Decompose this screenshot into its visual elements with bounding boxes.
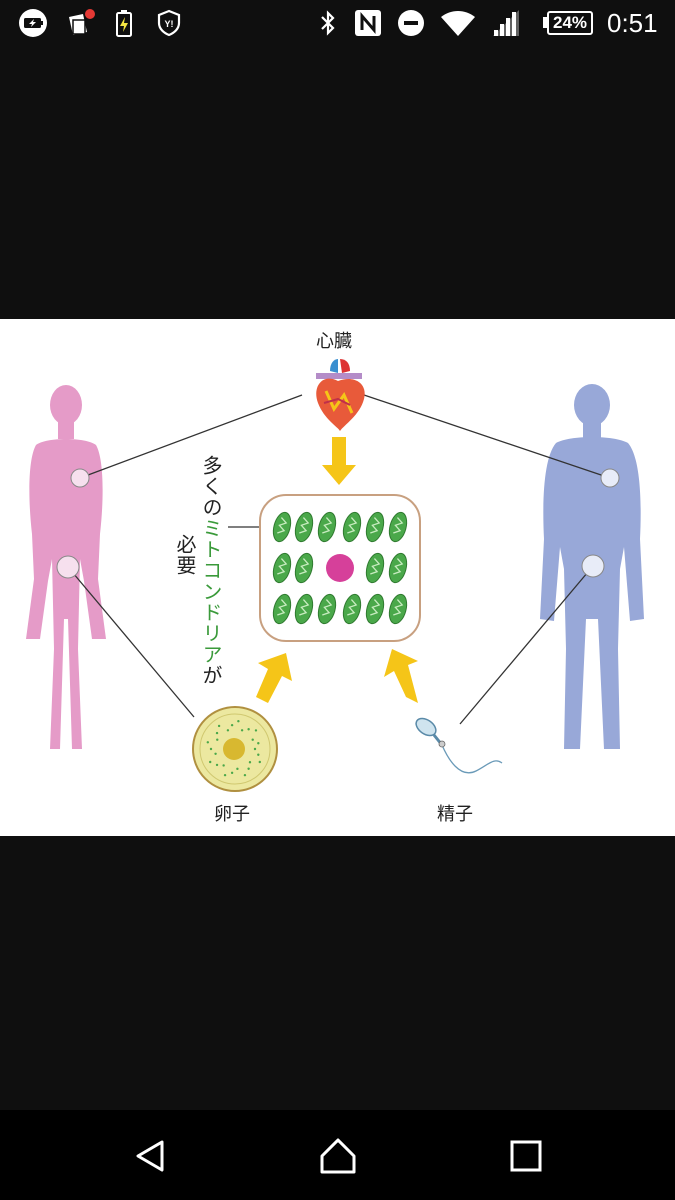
male-heart-marker [600, 468, 620, 488]
battery-percent: 24% [547, 11, 593, 35]
egg-mitochondria-dot [251, 738, 254, 741]
nfc-icon [352, 8, 384, 38]
egg-mitochondria-dot [215, 731, 219, 735]
mitochondrion [342, 593, 362, 625]
bluetooth-icon [316, 8, 340, 38]
notification-album-icon [64, 8, 98, 38]
egg-mitochondria-dot [226, 729, 230, 732]
mitochondrion [365, 511, 385, 543]
egg-mitochondria-dot [237, 720, 240, 723]
arrows [256, 437, 418, 703]
sperm-label: 精子 [437, 804, 473, 825]
female-silhouette [26, 385, 106, 749]
egg-mitochondria-dot [253, 747, 257, 751]
mitochondrion [388, 552, 408, 584]
back-button[interactable] [128, 1134, 172, 1178]
female-ovary-marker [56, 555, 80, 579]
mitochondria-group [272, 511, 408, 625]
mitochondrion [388, 593, 408, 625]
egg-mitochondria-dot [209, 760, 212, 764]
shield-icon: Y! [154, 8, 184, 38]
mitochondrion [294, 552, 314, 584]
mitochondrion [317, 593, 337, 625]
egg-mitochondria-dot [254, 729, 258, 732]
egg-mitochondria-dot [222, 764, 225, 767]
navigation-bar [0, 1110, 675, 1200]
caption-mitochondria: ミトコンドリア [199, 518, 223, 665]
mitochondria-caption: 多くのミトコンドリアが [198, 455, 224, 686]
home-icon [320, 1138, 356, 1174]
home-button[interactable] [316, 1134, 360, 1178]
mitochondrion [272, 593, 292, 625]
figure-image: 心臓 卵子 精子 多くのミトコンドリアが 必要 [0, 319, 675, 836]
egg-mitochondria-dot [223, 773, 227, 777]
mitochondrion [272, 511, 292, 543]
connector-lines [67, 394, 611, 725]
cellular-signal-icon [490, 8, 524, 38]
egg-mitochondria-dot [243, 773, 247, 777]
nucleus [326, 554, 354, 582]
battery-nub [543, 17, 547, 28]
egg-cell [192, 706, 278, 792]
recents-button[interactable] [504, 1134, 548, 1178]
do-not-disturb-icon [396, 8, 426, 38]
male-silhouette [540, 384, 644, 749]
svg-text:Y!: Y! [165, 19, 174, 29]
caption-suffix: が [199, 665, 223, 686]
heart-label: 心臓 [316, 331, 352, 352]
egg-mitochondria-dot [247, 767, 250, 770]
egg-mitochondria-dot [209, 747, 213, 751]
recents-icon [510, 1140, 542, 1172]
egg-mitochondria-dot [230, 723, 234, 727]
mitochondrion [342, 511, 362, 543]
mitochondrion [294, 511, 314, 543]
mitochondrion [317, 511, 337, 543]
caption-prefix: 多くの [199, 455, 223, 518]
egg-label: 卵子 [214, 804, 250, 825]
mitochondrion [272, 552, 292, 584]
figure-illustration [26, 359, 644, 792]
mitochondrion [365, 552, 385, 584]
egg-mitochondria-dot [216, 738, 219, 741]
egg-mitochondria-dot [215, 763, 219, 767]
egg-mitochondria-dot [248, 761, 252, 764]
battery-charging-icon [112, 8, 136, 38]
egg-mitochondria-dot [236, 767, 239, 771]
back-icon [136, 1140, 164, 1172]
mitochondrion [388, 511, 408, 543]
heart-illustration [316, 359, 365, 431]
male-testis-marker [581, 554, 605, 578]
clock: 0:51 [607, 8, 658, 38]
egg-mitochondria-dot [240, 729, 244, 732]
arrow-egg-up [256, 653, 292, 703]
sperm-cell [415, 717, 503, 774]
egg-mitochondria-dot [258, 760, 261, 764]
status-bar: Y! [0, 0, 675, 48]
wifi-icon [438, 8, 478, 38]
egg-mitochondria-dot [214, 752, 217, 755]
female-heart-marker [70, 468, 90, 488]
battery-saver-icon [16, 8, 50, 38]
arrow-sperm-up [384, 649, 418, 703]
egg-mitochondria-dot [230, 771, 234, 775]
egg-mitochondria-dot [206, 741, 210, 744]
arrow-down [322, 437, 356, 485]
mitochondrion [365, 593, 385, 625]
caption-required: 必要 [173, 534, 197, 576]
cell-diagram [259, 494, 421, 642]
egg-mitochondria-dot [217, 724, 221, 728]
egg-mitochondria-dot [257, 753, 260, 756]
egg-mitochondria-dot [247, 728, 250, 731]
egg-mitochondria-dot [257, 742, 260, 745]
mitochondrion [294, 593, 314, 625]
